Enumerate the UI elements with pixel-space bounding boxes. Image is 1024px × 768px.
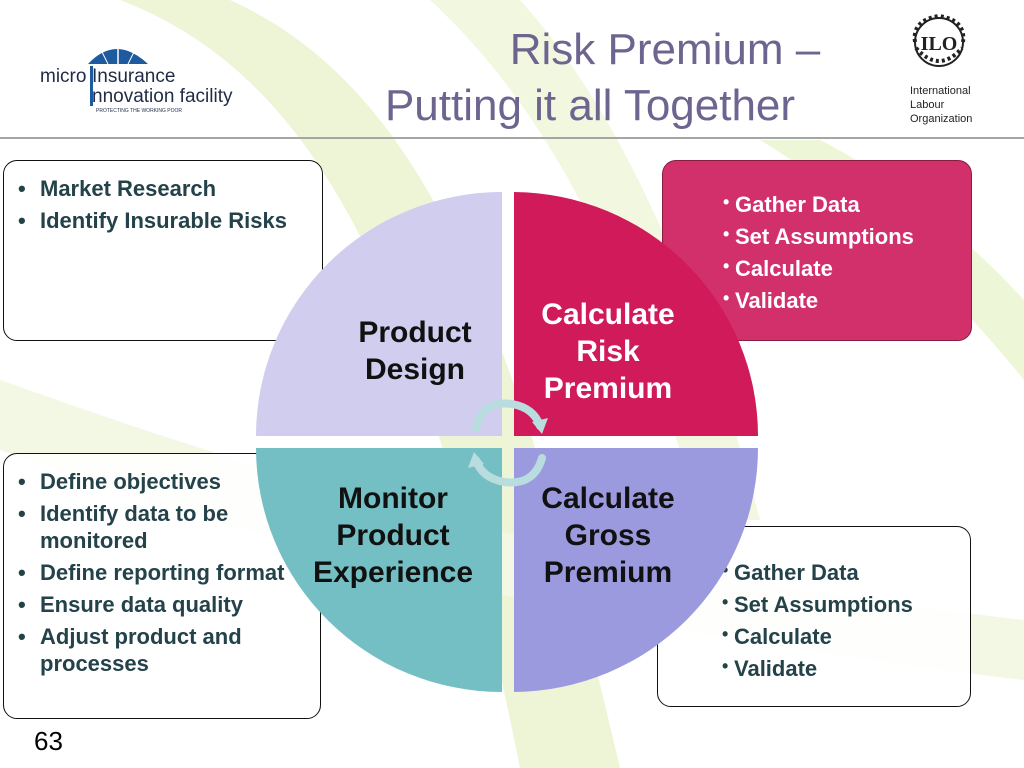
- ilo-logo: ILO: [912, 13, 966, 67]
- page-number: 63: [34, 726, 63, 756]
- label-line: Design: [364, 353, 466, 386]
- label-line: Product: [336, 519, 450, 552]
- label-line: Premium: [543, 556, 673, 589]
- list-item: Market Research: [14, 175, 312, 202]
- product-design-box: Market Research Identify Insurable Risks: [3, 160, 323, 341]
- list-item: Adjust product and processes: [14, 623, 310, 677]
- ilo-line-3: Organization: [910, 113, 973, 125]
- list-item: Identify Insurable Risks: [14, 207, 312, 234]
- monitor-product-experience-segment: [256, 448, 502, 692]
- label-line: Monitor: [338, 482, 448, 515]
- label-line: Risk: [576, 335, 640, 368]
- list-item: Gather Data: [723, 189, 961, 218]
- list-item: Define reporting format: [14, 559, 310, 586]
- calculate-risk-premium-label: Calculate Risk Premium: [518, 296, 698, 407]
- label-line: Product: [358, 316, 472, 349]
- calculate-gross-premium-segment: [514, 448, 758, 692]
- list-item: Define objectives: [14, 468, 310, 495]
- label-line: Experience: [312, 556, 474, 589]
- label-line: Calculate: [541, 482, 675, 515]
- list-item: Identify data to be monitored: [14, 500, 310, 554]
- gross-premium-list: Gather Data Set Assumptions Calculate Va…: [722, 557, 960, 682]
- logo-micro-text: micro: [40, 66, 86, 87]
- title-line-2: Putting it all Together: [384, 81, 796, 130]
- monitor-product-experience-label: Monitor Product Experience: [290, 480, 496, 591]
- ilo-name: International Labour Organization: [910, 84, 972, 126]
- list-item: Set Assumptions: [722, 589, 960, 618]
- microinsurance-logo: micro Insurance nnovation facility PROTE…: [40, 46, 233, 114]
- calculate-risk-premium-segment: [514, 192, 758, 436]
- title-line-1: Risk Premium –: [509, 25, 821, 74]
- cycle-arrow-icon: [468, 399, 548, 487]
- ilo-line-1: International: [910, 85, 971, 97]
- list-item: Ensure data quality: [14, 591, 310, 618]
- logo-insurance-text: Insurance: [92, 66, 175, 87]
- list-item: Calculate: [723, 253, 961, 282]
- logo-innovation-text: nnovation facility: [92, 86, 233, 107]
- calculate-gross-premium-label: Calculate Gross Premium: [520, 480, 696, 591]
- label-line: Calculate: [541, 298, 675, 331]
- ilo-mark-text: ILO: [921, 33, 958, 55]
- ilo-line-2: Labour: [910, 99, 945, 111]
- list-item: Set Assumptions: [723, 221, 961, 250]
- header-divider: [0, 137, 1024, 139]
- page-title: Risk Premium – Putting it all Together: [340, 22, 880, 134]
- list-item: Gather Data: [722, 557, 960, 586]
- product-design-list: Market Research Identify Insurable Risks: [14, 175, 312, 234]
- monitor-experience-list: Define objectives Identify data to be mo…: [14, 468, 310, 677]
- list-item: Validate: [723, 285, 961, 314]
- list-item: Calculate: [722, 621, 960, 650]
- list-item: Validate: [722, 653, 960, 682]
- label-line: Gross: [564, 519, 652, 552]
- product-design-label: Product Design: [340, 314, 490, 388]
- product-design-segment: [256, 192, 502, 436]
- label-line: Premium: [543, 372, 673, 405]
- logo-tagline-text: PROTECTING THE WORKING POOR: [96, 108, 182, 114]
- risk-premium-list: Gather Data Set Assumptions Calculate Va…: [723, 189, 961, 314]
- cycle-wheel: [256, 192, 758, 692]
